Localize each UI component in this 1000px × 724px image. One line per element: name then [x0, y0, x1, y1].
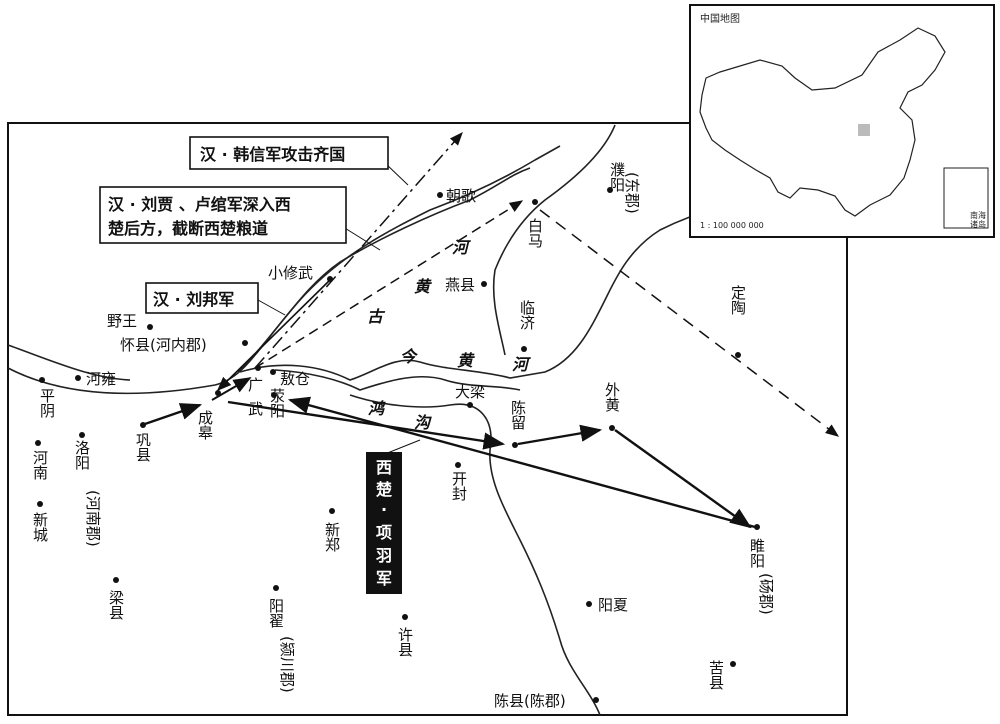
place-luoyang-commandery: (河南郡): [84, 490, 102, 547]
river-label-he: 河: [452, 238, 471, 257]
place-huaixian: 怀县(河内郡): [120, 336, 207, 354]
place-yewang: 野王: [107, 312, 137, 330]
route-hanxin: [254, 131, 463, 369]
callout-hanxin: 汉 · 韩信军攻击齐国: [189, 136, 389, 170]
callout-liujia: 汉 · 刘贾 、卢绾军深入西 楚后方，截断西楚粮道: [99, 186, 347, 244]
inset-title: 中国地图: [700, 12, 740, 25]
route-cheng-xing: [227, 400, 506, 450]
place-pingyin: 平阴: [38, 388, 56, 419]
place-yangxia: 阳夏: [598, 596, 628, 614]
place-xinzheng: 新郑: [323, 522, 341, 552]
place-xincheng: 新城: [31, 512, 49, 543]
label-xiangyu-4: 项: [376, 523, 392, 542]
place-puyang-commandery: (东郡): [623, 172, 641, 214]
place-heyong: 河雍: [86, 370, 116, 388]
china-outline: [699, 27, 946, 217]
place-liangxian: 梁县: [107, 590, 125, 620]
river-north-tributary: [492, 124, 616, 356]
route-gong-cheng: [141, 403, 203, 427]
place-gongxian: 巩县: [134, 432, 152, 462]
route-liubang: [216, 279, 331, 392]
route-chenliu-waihuang: [517, 424, 603, 446]
river-label-jin: 今: [400, 347, 418, 366]
place-wu: 武: [248, 400, 263, 418]
place-suiyang: 睢阳: [748, 538, 766, 568]
place-linji: 临济: [518, 300, 536, 330]
label-xiangyu-5: 羽: [376, 546, 392, 565]
place-dots: [35, 187, 760, 703]
place-waihuang: 外黄: [603, 382, 621, 412]
callout-liubang: 汉 · 刘邦军: [145, 282, 259, 314]
place-puyang: 濮阳: [608, 162, 626, 192]
inset-nanhai-2: 诸岛: [970, 219, 986, 229]
river-modern-yellow: [239, 189, 848, 381]
rivers: [7, 124, 848, 716]
river-label-jin-he: 河: [512, 355, 531, 374]
inset-scale: 1 : 100 000 000: [700, 221, 764, 230]
route-baima-east: [539, 209, 840, 437]
routes: [141, 131, 840, 529]
label-xiangyu-6: 军: [376, 569, 392, 588]
river-label-huang: 黄: [414, 277, 432, 296]
callout-xiangyu: 西 楚 · 项 羽 军: [366, 452, 402, 594]
place-yangzhai: 阳翟: [267, 598, 285, 628]
place-dingtao: 定陶: [729, 285, 747, 315]
place-suiyang-commandery: (砀郡): [757, 573, 775, 615]
place-xiaoxiuwu: 小修武: [268, 264, 313, 282]
river-label-jin-huang: 黄: [457, 351, 475, 370]
label-liubang: 汉 · 刘邦军: [153, 290, 234, 309]
river-modern-yellow-south-bank: [274, 369, 521, 391]
place-xuxian: 许县: [396, 627, 414, 657]
place-xingyang: 荥阳: [268, 388, 286, 418]
place-yanxian: 燕县: [445, 276, 475, 294]
place-kaifeng: 开封: [450, 471, 468, 501]
place-chenggao: 成皋: [196, 410, 214, 440]
label-liujia-line2: 楚后方，截断西楚粮道: [108, 219, 268, 238]
place-names: 濮阳 (东郡) 朝歌 白马 小修武 燕县 定陶 临济 野王 怀县(河内郡) 河雍…: [31, 162, 775, 710]
inset-map: 中国地图 南海 诸岛 1 : 100 000 000: [689, 4, 995, 238]
route-cheng-guang: [211, 377, 252, 401]
route-waihuang-suiyang: [614, 429, 752, 529]
place-guang: 广: [248, 376, 263, 394]
label-hanxin: 汉 · 韩信军攻击齐国: [200, 145, 345, 164]
river-label-gu: 古: [367, 307, 386, 326]
place-chaoge: 朝歌: [446, 187, 476, 205]
place-henan: 河南: [31, 450, 49, 480]
place-chenliu: 陈留: [509, 399, 527, 430]
river-west: [7, 344, 131, 381]
label-xiangyu-1: 西: [376, 458, 392, 477]
river-honggou: [349, 394, 601, 716]
place-aocang: 敖仓: [280, 370, 310, 388]
highlight-region: [858, 124, 870, 136]
route-suiyang-xingyang: [287, 396, 756, 529]
river-ancient-yellow-north-bank: [237, 167, 531, 373]
river-label-gou: 沟: [414, 413, 432, 432]
south-china-sea-box: [943, 167, 989, 229]
place-dalian: 大梁: [455, 383, 485, 401]
river-names: 河 黄 古 今 黄 河 鸿 沟: [367, 238, 531, 432]
inset-nanhai-1: 南海: [970, 210, 986, 220]
label-xiangyu-2: 楚: [376, 480, 393, 499]
place-chenxian: 陈县(陈郡): [494, 692, 566, 710]
place-luoyang: 洛阳: [73, 440, 91, 470]
place-yangzhai-commandery: (颍川郡): [278, 636, 296, 693]
place-baima: 白马: [526, 218, 544, 249]
label-liujia-line1: 汉 · 刘贾 、卢绾军深入西: [108, 195, 291, 214]
label-xiangyu-3: ·: [381, 500, 387, 519]
route-liujia: [254, 200, 524, 369]
river-label-hong: 鸿: [368, 399, 386, 418]
place-kuxian: 苦县: [707, 660, 725, 690]
